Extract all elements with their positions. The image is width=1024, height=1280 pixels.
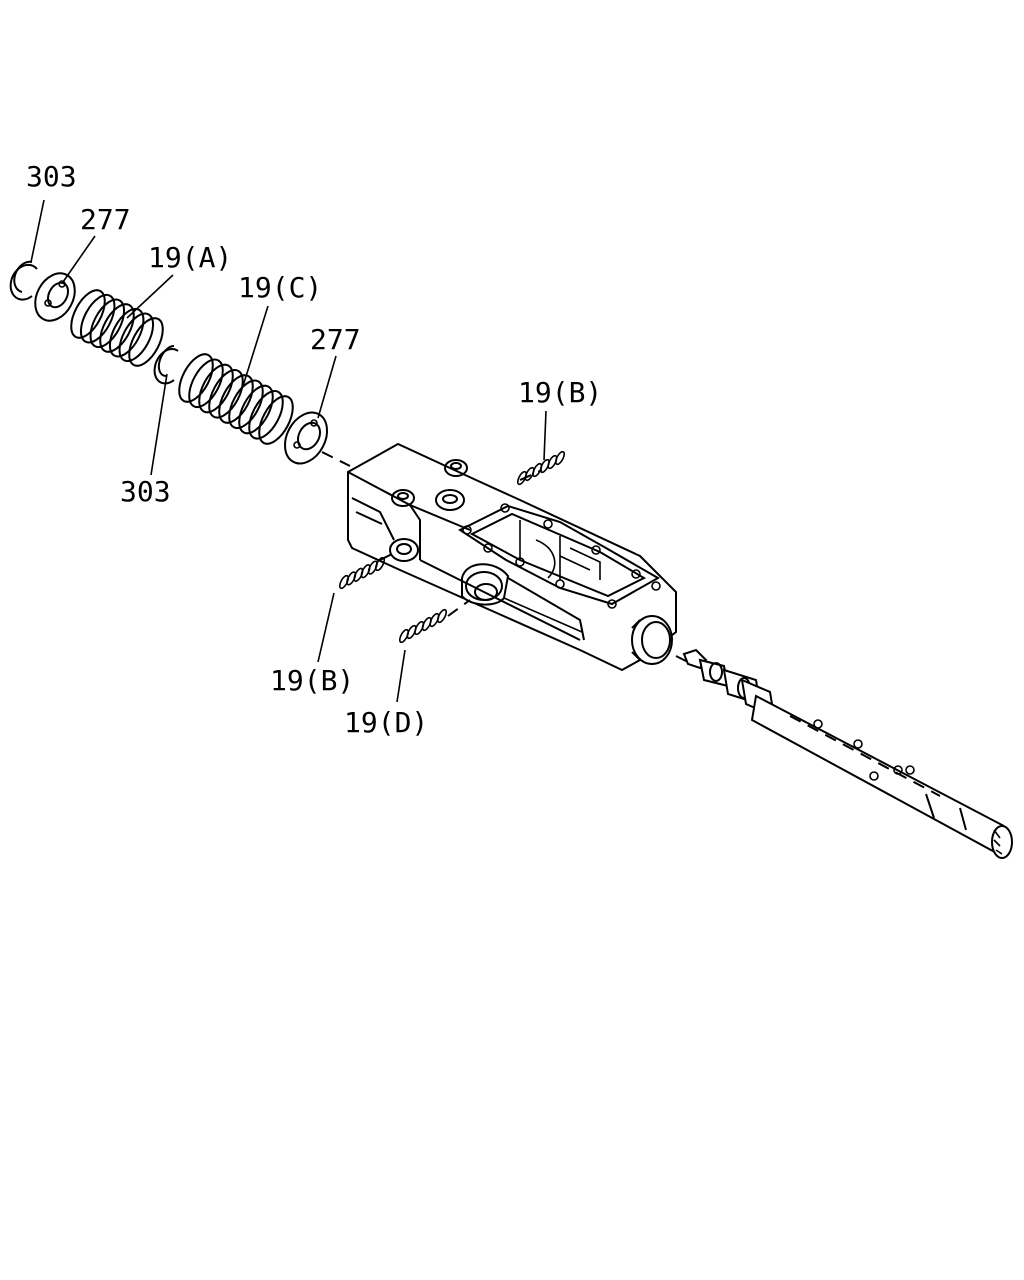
retainer-277-right <box>283 411 329 465</box>
spring-coil <box>128 317 164 367</box>
spring-coil <box>198 363 234 414</box>
spring-coil <box>218 374 254 424</box>
callout-303-top[interactable]: 303 <box>26 160 77 193</box>
axis-19B-lower <box>379 551 397 561</box>
axis-19B-top <box>519 469 543 481</box>
spring-coil <box>178 353 214 403</box>
spring-coil <box>398 628 410 644</box>
spring-coil <box>89 298 126 349</box>
spring-19B-top <box>516 450 566 486</box>
spring-coil <box>539 458 550 474</box>
spring-coil <box>436 608 448 624</box>
spring-coil <box>70 289 106 339</box>
callout-19D[interactable]: 19(D) <box>344 706 428 739</box>
retainer-277-left <box>34 272 76 322</box>
spring-19A <box>70 289 164 367</box>
callout-19A[interactable]: 19(A) <box>148 241 232 274</box>
spring-coil <box>228 379 264 430</box>
callout-19C[interactable]: 19(C) <box>238 271 322 304</box>
spring-coil <box>238 384 274 435</box>
snap-ring-303-middle <box>153 345 179 385</box>
spring-coil <box>429 612 440 628</box>
leader-lines <box>30 199 547 703</box>
bolt-holes <box>462 503 661 609</box>
valve-body <box>347 442 677 672</box>
spring-coil <box>99 303 135 353</box>
snap-ring-303-left <box>9 260 38 301</box>
callout-19B-bottom[interactable]: 19(B) <box>270 664 354 697</box>
callout-303-bottom[interactable]: 303 <box>120 475 171 508</box>
spring-coil <box>554 450 566 466</box>
spring-coil <box>108 307 145 358</box>
assembly-axis-left <box>321 451 351 467</box>
spring-coil <box>524 466 535 482</box>
spring-coil <box>516 470 528 486</box>
spring-coil <box>421 616 432 632</box>
callout-19B-top[interactable]: 19(B) <box>518 376 602 409</box>
spring-coil <box>414 620 425 636</box>
callout-277-left[interactable]: 277 <box>80 203 131 236</box>
spring-coil <box>188 358 224 409</box>
spring-coil <box>406 624 417 640</box>
spring-coil <box>118 312 155 363</box>
spring-coil <box>248 390 284 440</box>
spring-19D <box>398 608 448 644</box>
spool-valve <box>675 648 1013 859</box>
axis-19D <box>447 599 471 617</box>
spring-coil <box>208 369 244 419</box>
spring-coil <box>258 395 294 445</box>
callout-277-right[interactable]: 277 <box>310 323 361 356</box>
spring-19C <box>178 353 294 445</box>
spring-19B-lower <box>338 556 386 590</box>
spring-coil <box>547 454 558 470</box>
spring-coil <box>79 293 116 344</box>
